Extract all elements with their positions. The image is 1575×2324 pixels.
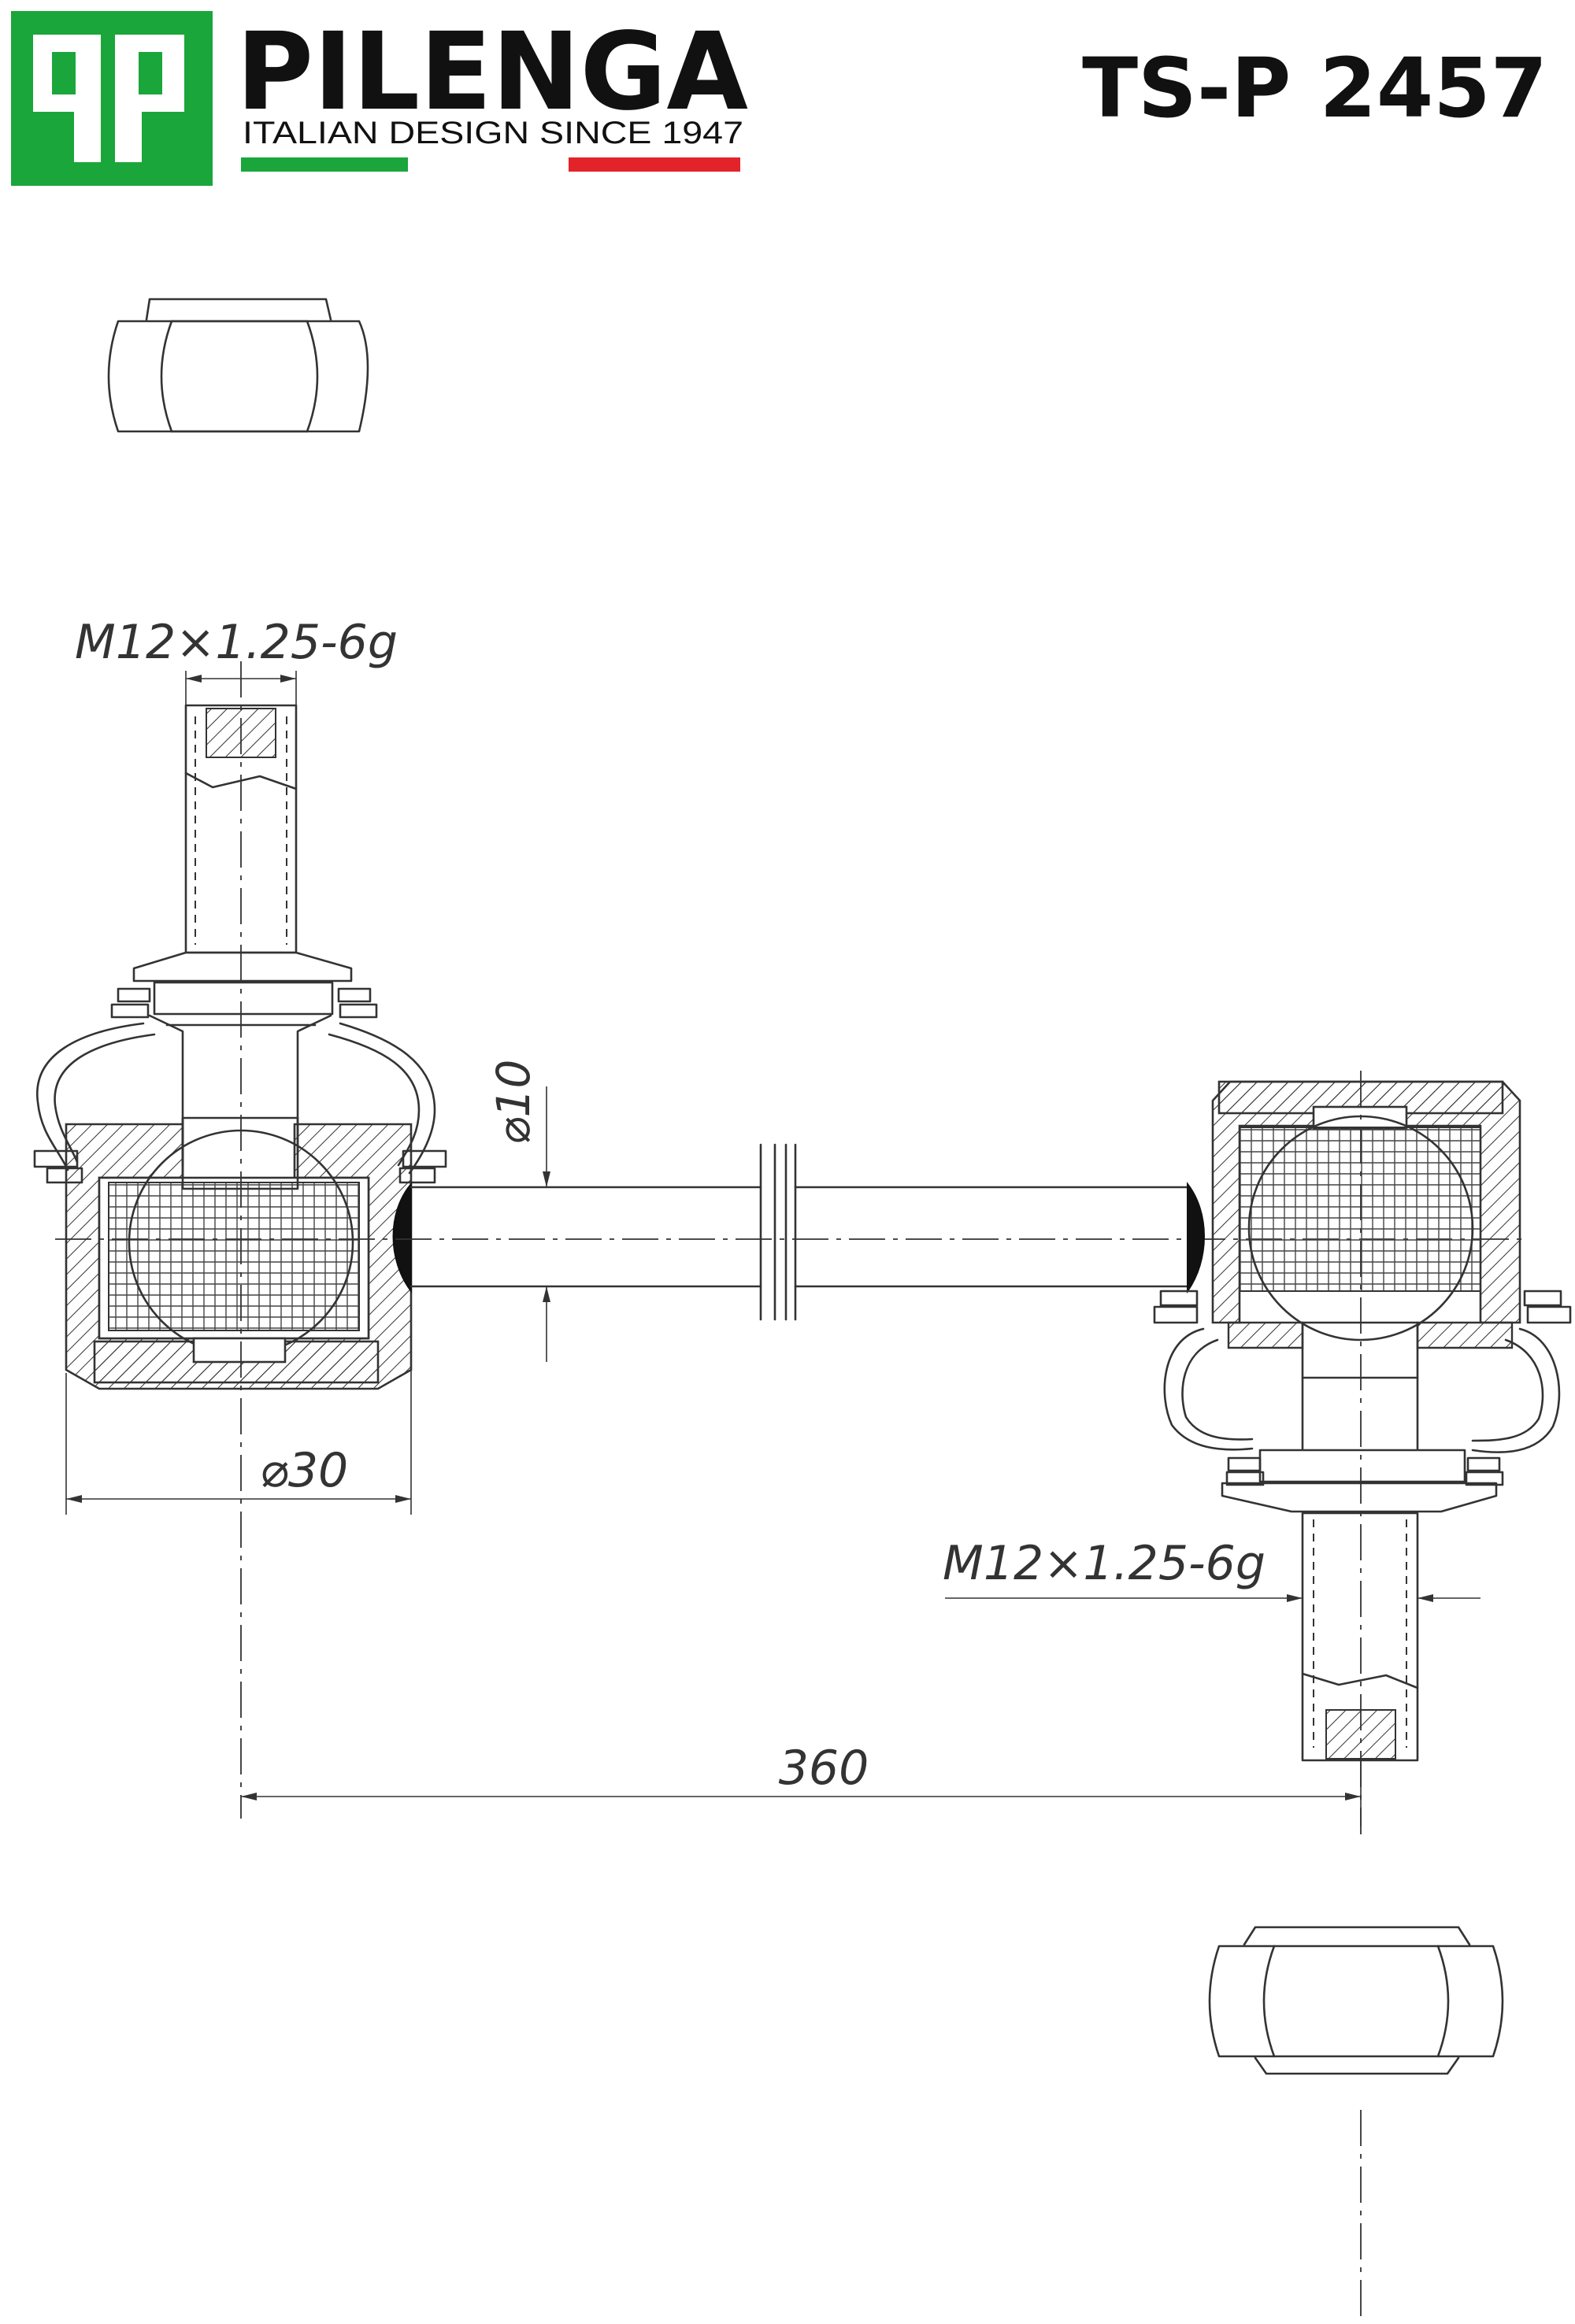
part-number: TS-P 2457 xyxy=(1082,40,1547,136)
dim-thread-top: M12×1.25-6g xyxy=(75,615,398,705)
dim-rod-diameter: ⌀10 xyxy=(487,1060,550,1362)
brand-name: PILENGA xyxy=(236,10,748,135)
brand-tagline: ITALIAN DESIGN SINCE 1947 xyxy=(243,116,743,150)
thread-bottom-label: M12×1.25-6g xyxy=(943,1536,1266,1591)
dim-center-distance: 360 xyxy=(241,1741,1362,1826)
brand-logo xyxy=(11,11,213,186)
center-distance-label: 360 xyxy=(779,1741,869,1796)
housing-diameter-label: ⌀30 xyxy=(260,1443,348,1498)
flag-stripe-green xyxy=(241,157,408,172)
rod-diameter-label: ⌀10 xyxy=(487,1060,540,1145)
left-ball-joint xyxy=(33,704,447,1390)
logo-letter-p xyxy=(115,35,184,162)
connecting-rod xyxy=(55,1143,1528,1321)
thread-top-label: M12×1.25-6g xyxy=(75,615,398,670)
flag-stripe-red xyxy=(569,157,740,172)
logo-letter-q xyxy=(33,35,101,162)
nut-top xyxy=(107,298,369,433)
nut-bottom xyxy=(1208,1926,1504,2075)
dim-housing-diameter: ⌀30 xyxy=(65,1307,412,1515)
dim-thread-bottom: M12×1.25-6g xyxy=(943,1536,1480,1602)
right-ball-joint xyxy=(1153,1080,1572,1762)
